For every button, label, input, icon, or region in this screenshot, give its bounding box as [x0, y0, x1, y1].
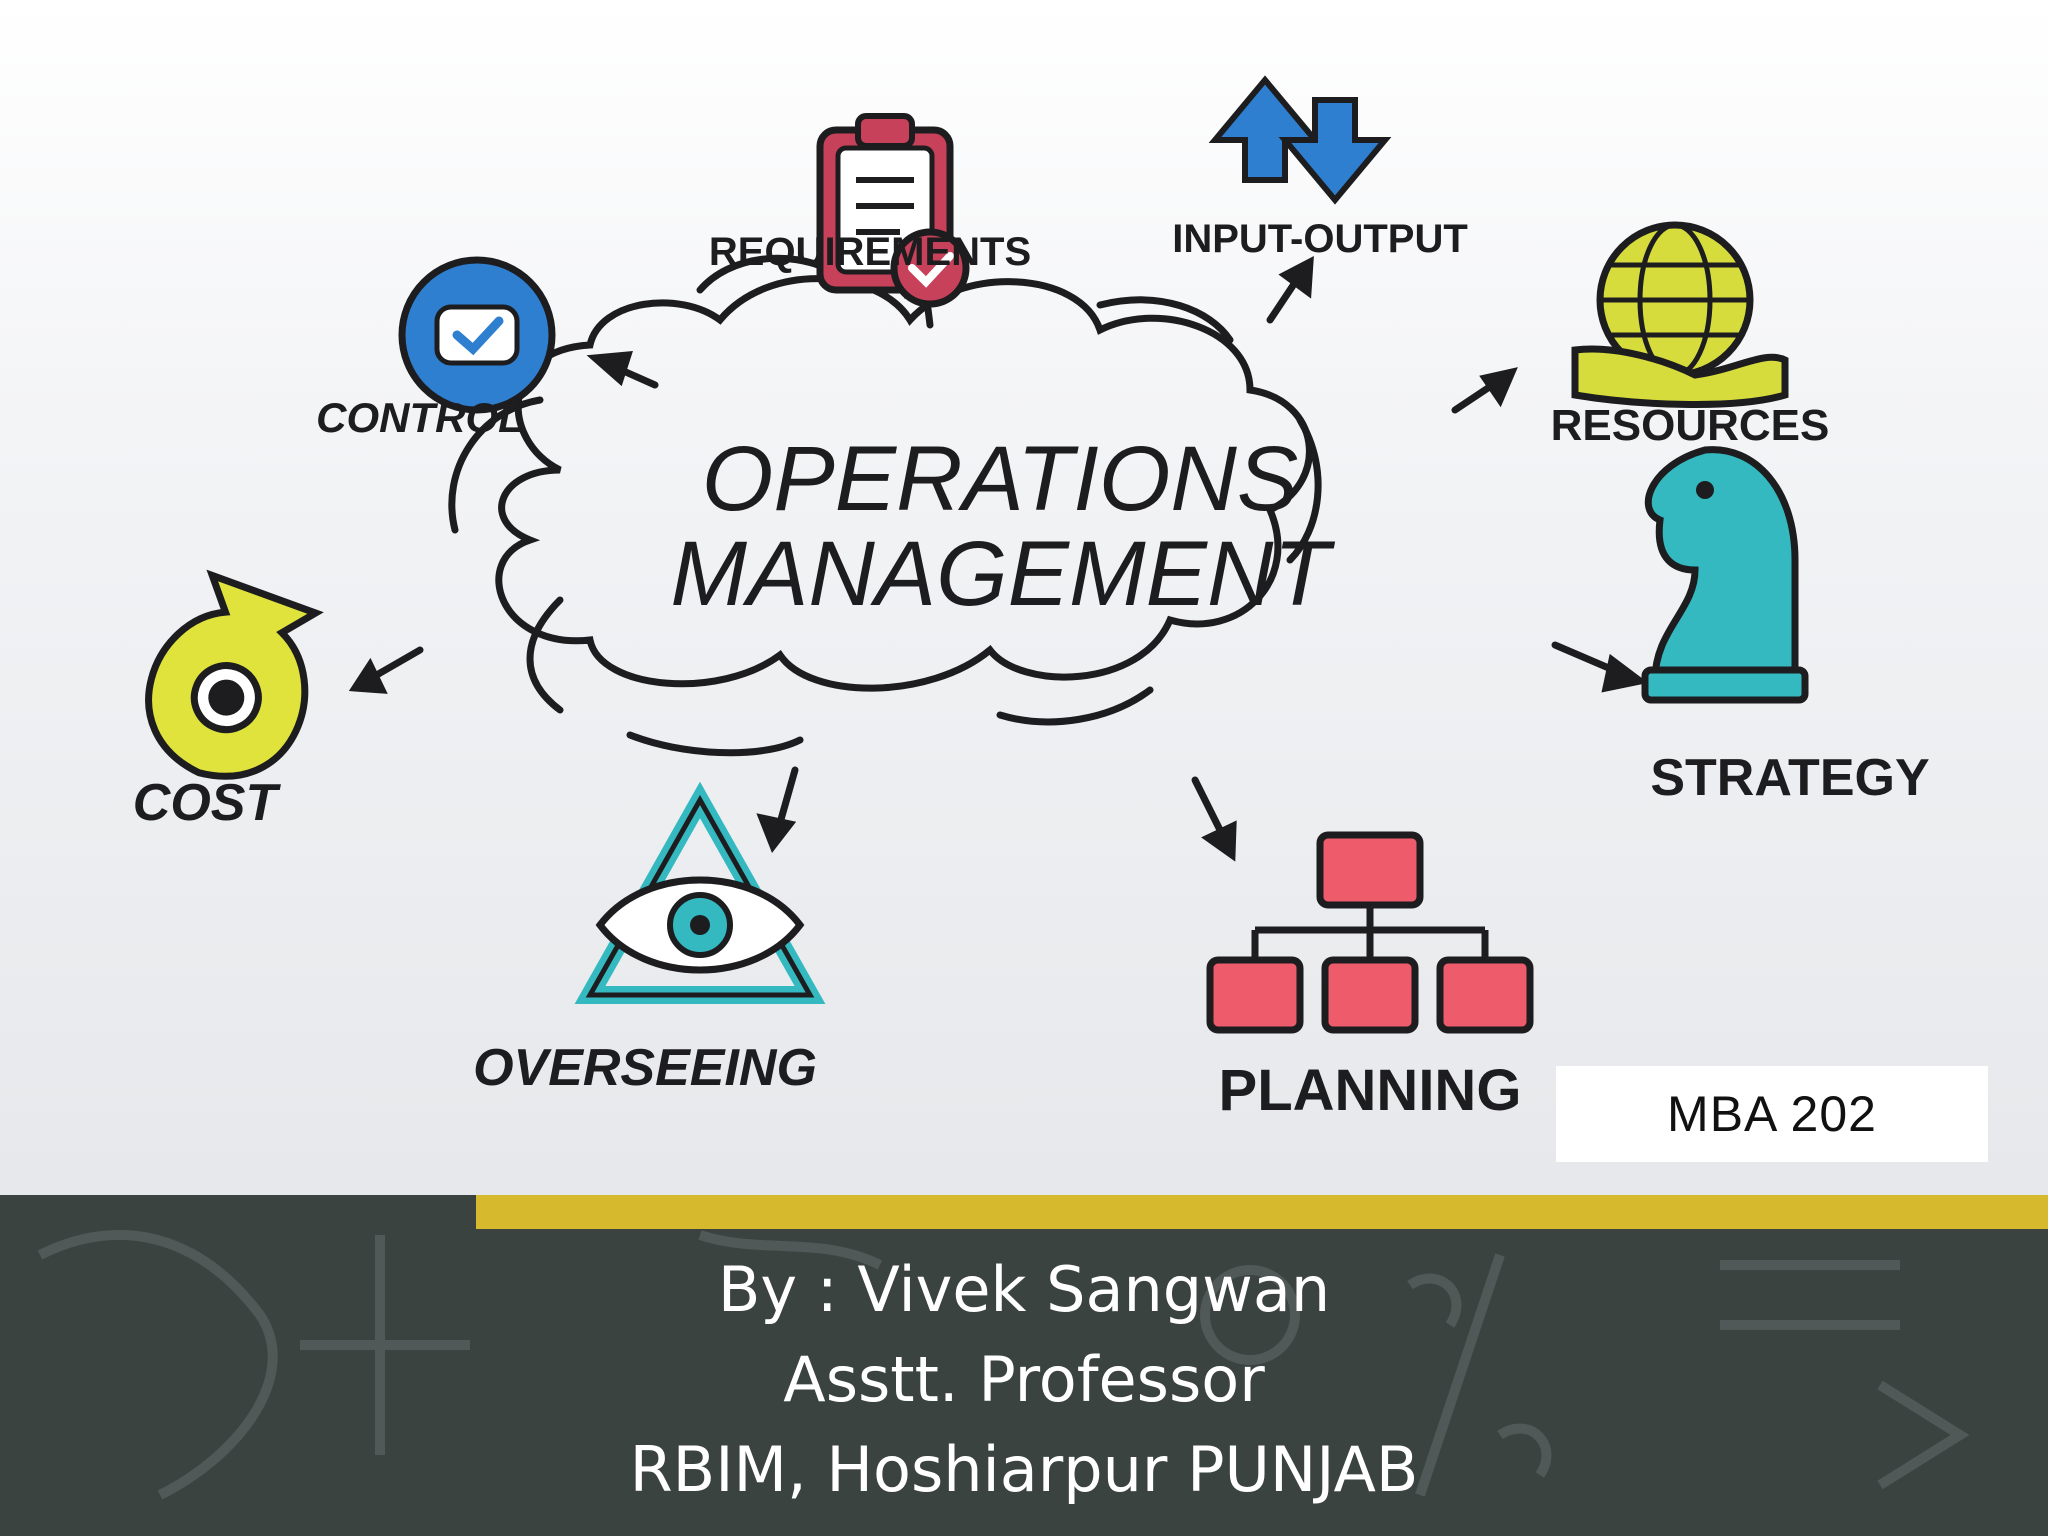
- arrow-head: [1278, 256, 1314, 299]
- arrow-head: [348, 657, 388, 694]
- cloud-arc: [996, 686, 1154, 726]
- operations-mind-map: OPERATIONS MANAGEMENT REQUIREMENTS: [133, 75, 1930, 1123]
- cloud-arc: [1096, 296, 1234, 344]
- eye-triangle-icon: [574, 781, 826, 1004]
- label-requirements: REQUIREMENTS: [709, 230, 1031, 274]
- cloud-arc: [526, 596, 564, 714]
- check-circle-icon: [398, 256, 556, 414]
- globe-hand-icon: [1571, 221, 1789, 408]
- arrow-head: [756, 813, 797, 854]
- author-name: By : Vivek Sangwan: [717, 1253, 1331, 1326]
- arrow-head: [1201, 820, 1237, 862]
- clipboard-icon: [816, 113, 970, 308]
- cloud-arc: [696, 254, 834, 294]
- money-bag-icon: [145, 569, 324, 780]
- label-cost: COST: [133, 774, 282, 832]
- center-title-line2: MANAGEMENT: [670, 523, 1335, 625]
- course-code-box: MBA 202: [1556, 1066, 1988, 1162]
- cloud-arc: [1286, 416, 1322, 564]
- chess-knight-icon: [1641, 446, 1809, 704]
- cloud-outline: [495, 275, 1313, 692]
- accent-bar: [476, 1195, 2048, 1229]
- cloud-arc: [626, 731, 804, 757]
- center-title-line1: OPERATIONS: [702, 428, 1298, 530]
- footer-panel: [0, 1195, 2048, 1536]
- label-overseeing: OVERSEEING: [473, 1039, 817, 1097]
- institution: RBIM, Hoshiarpur PUNJAB: [629, 1433, 1419, 1506]
- author-title: Asstt. Professor: [783, 1343, 1265, 1416]
- arrow-head: [1601, 653, 1649, 693]
- arrow-head: [1479, 367, 1518, 408]
- chalkboard-texture: [37, 1230, 1970, 1500]
- label-planning: PLANNING: [1219, 1058, 1522, 1123]
- arrow-head: [586, 351, 633, 387]
- label-control: CONTROL: [316, 394, 524, 441]
- label-input-output: INPUT-OUTPUT: [1172, 217, 1468, 261]
- presenter-credits: By : Vivek Sangwan Asstt. Professor RBIM…: [0, 1245, 2048, 1515]
- cloud-arc: [448, 396, 544, 534]
- org-chart-icon: [1206, 831, 1534, 1034]
- label-strategy: STRATEGY: [1650, 749, 1929, 807]
- central-cloud: [448, 254, 1322, 757]
- label-resources: RESOURCES: [1551, 401, 1830, 450]
- input-output-arrows-icon: [1208, 75, 1392, 205]
